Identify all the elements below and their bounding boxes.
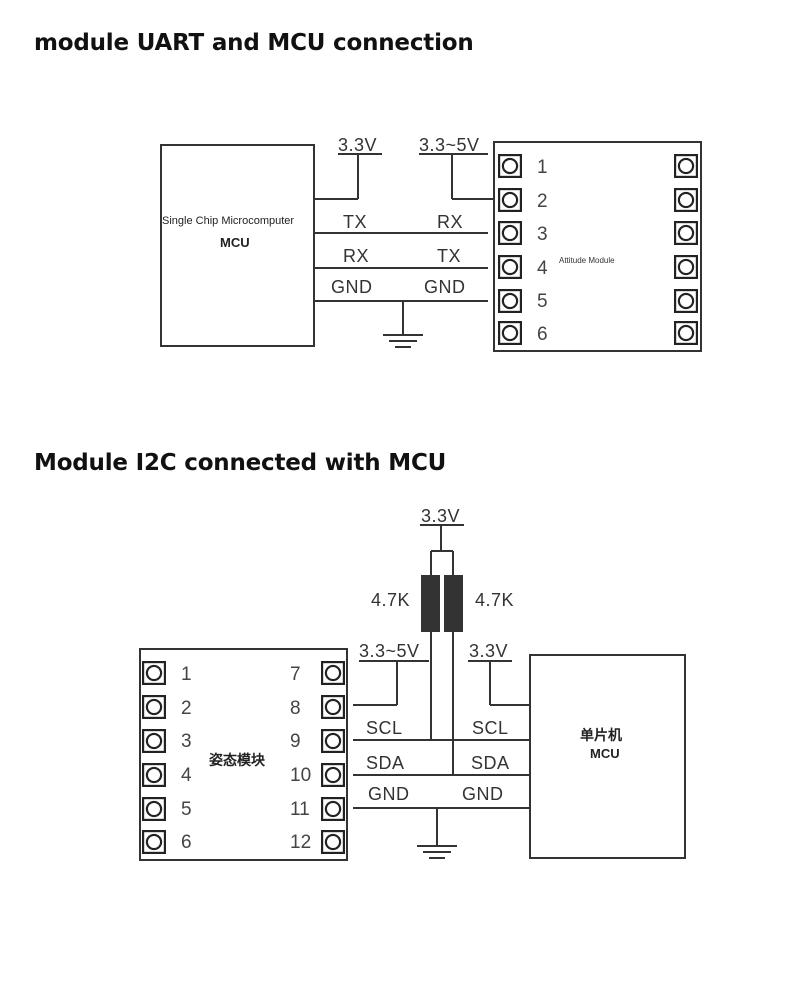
- uart-mcu-name: Single Chip Microcomputer: [162, 215, 294, 227]
- uart-pin-numbers: 1 2 3 4 5 6: [537, 157, 548, 345]
- uart-pin-6: 6: [537, 324, 548, 345]
- i2c-module-box: [139, 648, 348, 861]
- i2c-mcu-supply-label: 3.3V: [469, 641, 508, 661]
- i2c-pin-8: 8: [290, 698, 301, 719]
- i2c-top-supply-label: 3.3V: [421, 506, 460, 526]
- i2c-pin-11: 11: [290, 799, 310, 820]
- i2c-pin-5: 5: [181, 799, 192, 820]
- i2c-scl-left-label: SCL: [366, 718, 403, 738]
- i2c-gnd-right-label: GND: [462, 784, 504, 804]
- i2c-module-pads-right: [321, 661, 345, 854]
- i2c-pin-7: 7: [290, 664, 301, 685]
- uart-pin-3: 3: [537, 224, 548, 245]
- uart-section-title: module UART and MCU connection: [34, 30, 474, 56]
- i2c-sda-left-label: SDA: [366, 753, 405, 773]
- uart-module-box: [493, 141, 702, 352]
- i2c-module-pads-left: [142, 661, 166, 854]
- i2c-section-title: Module I2C connected with MCU: [34, 450, 447, 476]
- i2c-pin-9: 9: [290, 731, 301, 752]
- i2c-gnd-left-label: GND: [368, 784, 410, 804]
- uart-pin-1: 1: [537, 157, 548, 178]
- uart-module-pads-right: [674, 154, 698, 345]
- i2c-mcu-box: [529, 654, 686, 859]
- i2c-pin-numbers-left: 1 2 3 4 5 6: [181, 664, 192, 853]
- i2c-mcu-short: MCU: [590, 746, 620, 761]
- uart-rx-right-label: RX: [437, 212, 463, 232]
- i2c-pin-4: 4: [181, 765, 192, 786]
- uart-gnd-right-label: GND: [424, 277, 466, 297]
- i2c-mcu-name: 单片机: [580, 727, 622, 744]
- uart-tx-left-label: TX: [343, 212, 367, 232]
- pullup-resistor-left: [421, 575, 440, 632]
- i2c-pin-2: 2: [181, 698, 192, 719]
- uart-gnd-left-label: GND: [331, 277, 373, 297]
- uart-mcu-short: MCU: [220, 235, 250, 250]
- resistor-left-label: 4.7K: [371, 590, 410, 610]
- uart-diagram: [160, 141, 702, 352]
- pullup-resistor-right: [444, 575, 463, 632]
- i2c-pin-10: 10: [290, 765, 311, 786]
- uart-tx-right-label: TX: [437, 246, 461, 266]
- i2c-scl-right-label: SCL: [472, 718, 509, 738]
- uart-module-pads-left: [498, 154, 522, 345]
- i2c-pin-numbers-right: 7 8 9 10 11 12: [290, 664, 311, 853]
- uart-pin-5: 5: [537, 291, 548, 312]
- uart-mcu-box: [160, 144, 315, 347]
- uart-rx-left-label: RX: [343, 246, 369, 266]
- i2c-module-name: 姿态模块: [209, 752, 266, 769]
- resistor-right-label: 4.7K: [475, 590, 514, 610]
- uart-module-name: Attitude Module: [559, 256, 615, 265]
- uart-pin-2: 2: [537, 191, 548, 212]
- i2c-module-supply-label: 3.3~5V: [359, 641, 420, 661]
- i2c-diagram: [139, 524, 686, 861]
- i2c-pin-3: 3: [181, 731, 192, 752]
- i2c-pin-1: 1: [181, 664, 192, 685]
- i2c-pin-12: 12: [290, 832, 311, 853]
- i2c-pin-6: 6: [181, 832, 192, 853]
- uart-module-supply-label: 3.3~5V: [419, 135, 480, 155]
- uart-pin-4: 4: [537, 258, 548, 279]
- uart-mcu-supply-label: 3.3V: [338, 135, 377, 155]
- i2c-sda-right-label: SDA: [471, 753, 510, 773]
